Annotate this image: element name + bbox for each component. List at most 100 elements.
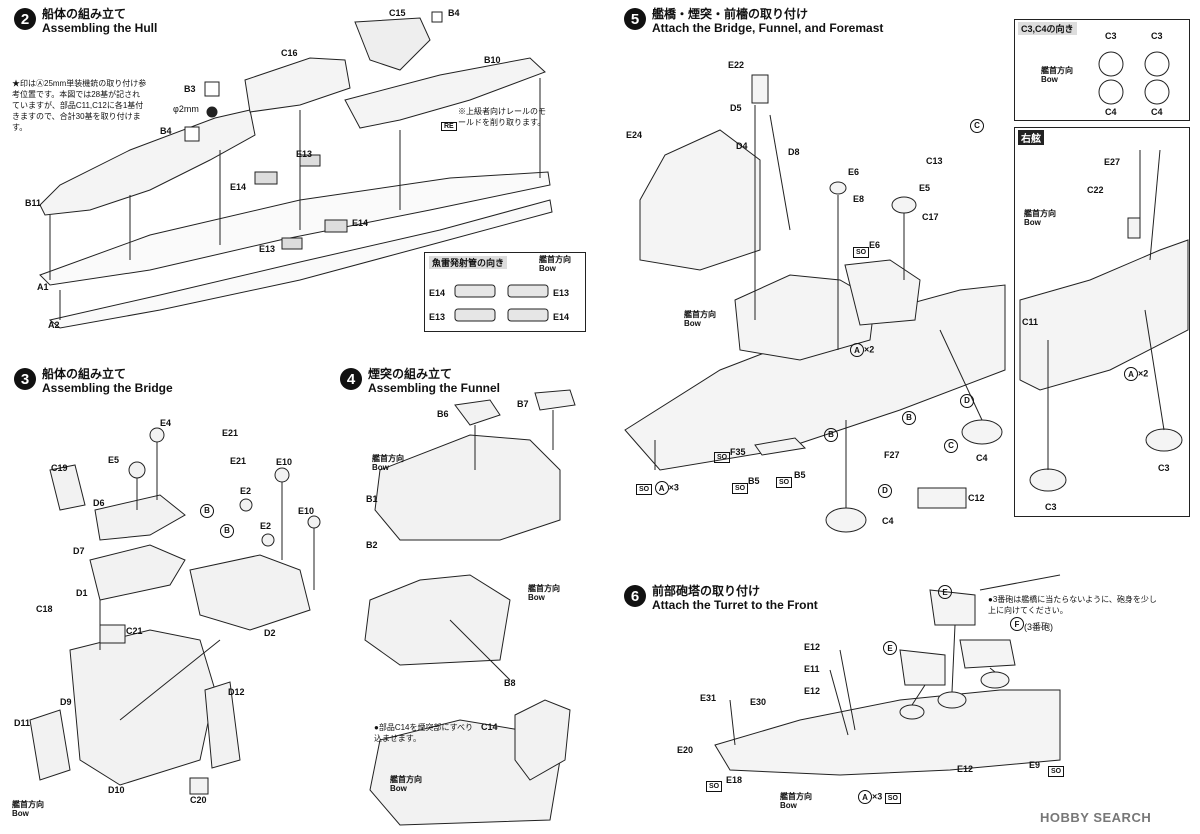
part-label: E13 bbox=[259, 244, 276, 254]
part-label: D1 bbox=[76, 588, 88, 598]
marker-so: SO bbox=[1048, 760, 1065, 778]
part-label: E bbox=[883, 641, 897, 655]
part-label: E21 bbox=[222, 428, 239, 438]
part-label: E8 bbox=[853, 194, 865, 204]
part-label: E bbox=[938, 585, 952, 599]
marker-b: B bbox=[200, 500, 214, 518]
marker-so-a-x3: SO A×3 bbox=[636, 481, 679, 495]
part-label: C3 bbox=[1105, 31, 1117, 41]
step-title-jp: 前部砲塔の取り付け bbox=[652, 584, 761, 598]
hull-star-note: ★印はⒶ25mm単装機銃の取り付け参考位置です。本図では28基が記されていますが… bbox=[12, 79, 147, 132]
part-label: B3 bbox=[184, 84, 196, 94]
part-label: C4 bbox=[1105, 107, 1117, 117]
part-label: C17 bbox=[922, 212, 939, 222]
turret3-tag: (3番砲) bbox=[1024, 622, 1053, 632]
hull-rail-note: ※上級者向けレールのモールドを削り取ります。 bbox=[458, 107, 546, 127]
part-label: C4 bbox=[976, 453, 988, 463]
part-label: D9 bbox=[60, 697, 72, 707]
part-label: E10 bbox=[298, 506, 315, 516]
part-label: E2 bbox=[260, 521, 272, 531]
step-number: 4 bbox=[340, 368, 362, 390]
part-label: B8 bbox=[504, 678, 516, 688]
marker-a-x3-so: A×3 SO bbox=[858, 790, 901, 804]
part-label: D10 bbox=[108, 785, 125, 795]
part-label: E18 bbox=[726, 775, 743, 785]
part-label: E13 bbox=[429, 312, 446, 322]
starboard-box-title: 右舷 bbox=[1018, 130, 1044, 145]
part-label: C11 bbox=[1022, 317, 1039, 327]
step-title-jp: 船体の組み立て bbox=[42, 367, 127, 381]
step-number: 2 bbox=[14, 8, 36, 30]
part-label: C18 bbox=[36, 604, 53, 614]
part-label: C3 bbox=[1151, 31, 1163, 41]
c3c4-box-title: C3,C4の向き bbox=[1018, 22, 1077, 35]
part-label: C16 bbox=[281, 48, 298, 58]
part-label: E10 bbox=[276, 457, 293, 467]
part-label: E9 bbox=[1029, 760, 1041, 770]
part-label: E5 bbox=[919, 183, 931, 193]
part-label: C12 bbox=[968, 493, 985, 503]
part-label: C4 bbox=[1151, 107, 1163, 117]
part-label: C4 bbox=[882, 516, 894, 526]
part-label: E14 bbox=[230, 182, 247, 192]
part-label: B5 bbox=[748, 476, 760, 486]
marker-b: B bbox=[220, 520, 234, 538]
part-label: E21 bbox=[230, 456, 247, 466]
part-label: E4 bbox=[160, 418, 172, 428]
part-label: F35 bbox=[730, 447, 746, 457]
part-label: E24 bbox=[626, 130, 643, 140]
part-label: E30 bbox=[750, 697, 767, 707]
step-number: 3 bbox=[14, 368, 36, 390]
part-label: E20 bbox=[677, 745, 694, 755]
part-label: RE bbox=[441, 122, 457, 131]
marker-so: SO bbox=[853, 241, 870, 259]
marker-so: SO bbox=[706, 775, 723, 793]
marker-d: D bbox=[878, 480, 892, 498]
part-label: B4 bbox=[160, 126, 172, 136]
turret3-note: ●3番砲は艦橋に当たらないように、砲身を少し上に向けてください。 bbox=[988, 595, 1157, 615]
step-title-en: Assembling the Hull bbox=[42, 21, 158, 35]
part-label: D12 bbox=[228, 687, 245, 697]
part-label: D11 bbox=[14, 718, 31, 728]
part-label: C13 bbox=[926, 156, 943, 166]
marker-so: SO bbox=[732, 477, 749, 495]
part-label: E12 bbox=[804, 686, 821, 696]
part-label: E5 bbox=[108, 455, 120, 465]
part-label: C19 bbox=[51, 463, 68, 473]
part-label: E27 bbox=[1104, 157, 1121, 167]
step-title-jp: 煙突の組み立て bbox=[368, 367, 453, 381]
part-label: E14 bbox=[553, 312, 570, 322]
part-label: F bbox=[1010, 617, 1024, 631]
marker-so: SO bbox=[714, 446, 731, 464]
part-label: B5 bbox=[794, 470, 806, 480]
part-label: E12 bbox=[804, 642, 821, 652]
part-label: B2 bbox=[366, 540, 378, 550]
part-label: B4 bbox=[448, 8, 460, 18]
part-label: E2 bbox=[240, 486, 252, 496]
step-title-jp: 艦橋・煙突・前檣の取り付け bbox=[652, 7, 809, 21]
part-label: C15 bbox=[389, 8, 406, 18]
part-label: E13 bbox=[296, 149, 313, 159]
part-label: A2 bbox=[48, 320, 60, 330]
step-number: 5 bbox=[624, 8, 646, 30]
part-label: C21 bbox=[126, 626, 143, 636]
part-label: E6 bbox=[848, 167, 860, 177]
part-label: D4 bbox=[736, 141, 748, 151]
marker-a-x2: A×2 bbox=[850, 343, 874, 357]
part-label: E31 bbox=[700, 693, 717, 703]
starboard-box: 右舷 bbox=[1014, 127, 1190, 517]
marker-c: C bbox=[970, 115, 984, 133]
step-title-en: Attach the Bridge, Funnel, and Foremast bbox=[652, 21, 884, 35]
